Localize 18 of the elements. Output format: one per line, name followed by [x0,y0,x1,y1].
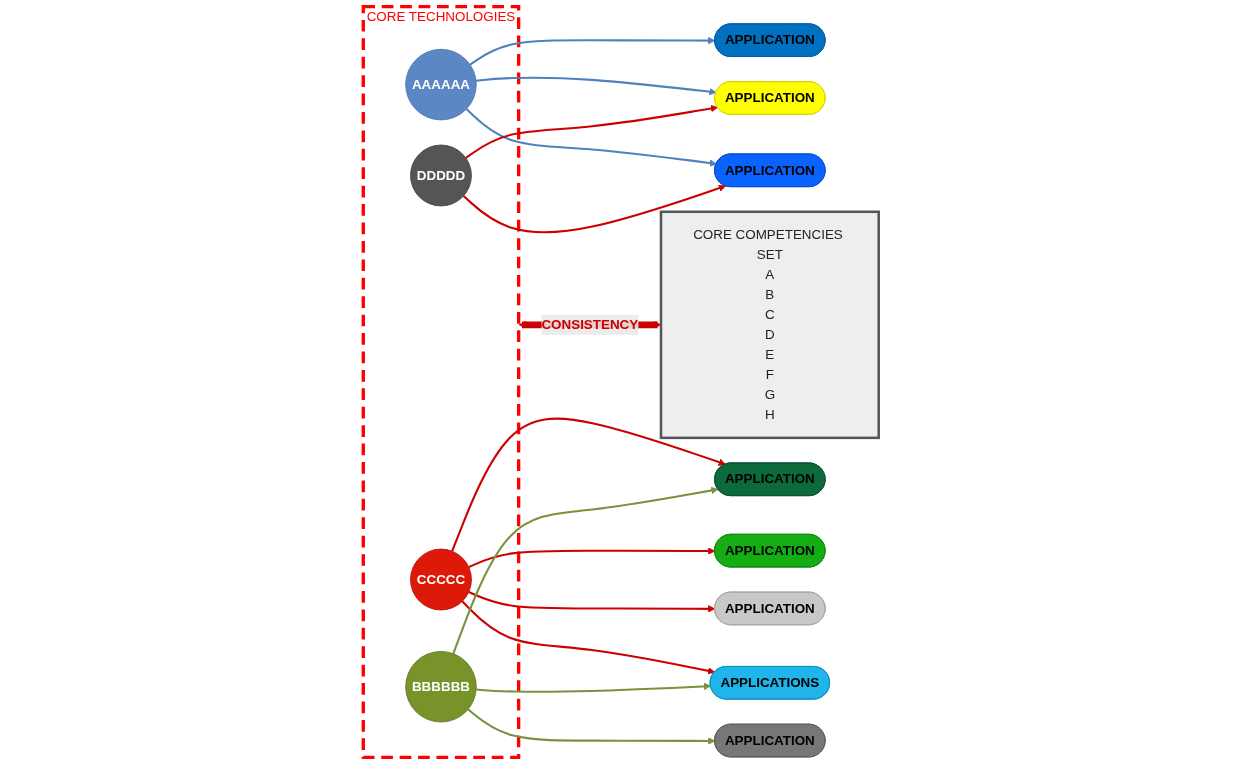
arrow [468,591,716,613]
node-circle: CCCCC [410,548,472,611]
arrow [452,486,719,654]
arrow [468,547,716,569]
node-circle: AAAAAA [405,48,477,121]
arrow [461,600,716,675]
arrow [462,184,726,234]
arrow [475,76,717,96]
edge-label: CONSISTENCY [541,317,639,332]
arrow [467,708,716,745]
arrow [465,108,717,167]
node-circle: DDDDD [410,144,472,207]
arrow [465,104,719,159]
arrow [451,417,726,552]
arrow [469,36,716,66]
node-circle: BBBBBB [405,651,477,723]
node-box: CORE COMPETENCIES SET A B C D E F G H [659,210,880,440]
arrow [476,682,712,693]
